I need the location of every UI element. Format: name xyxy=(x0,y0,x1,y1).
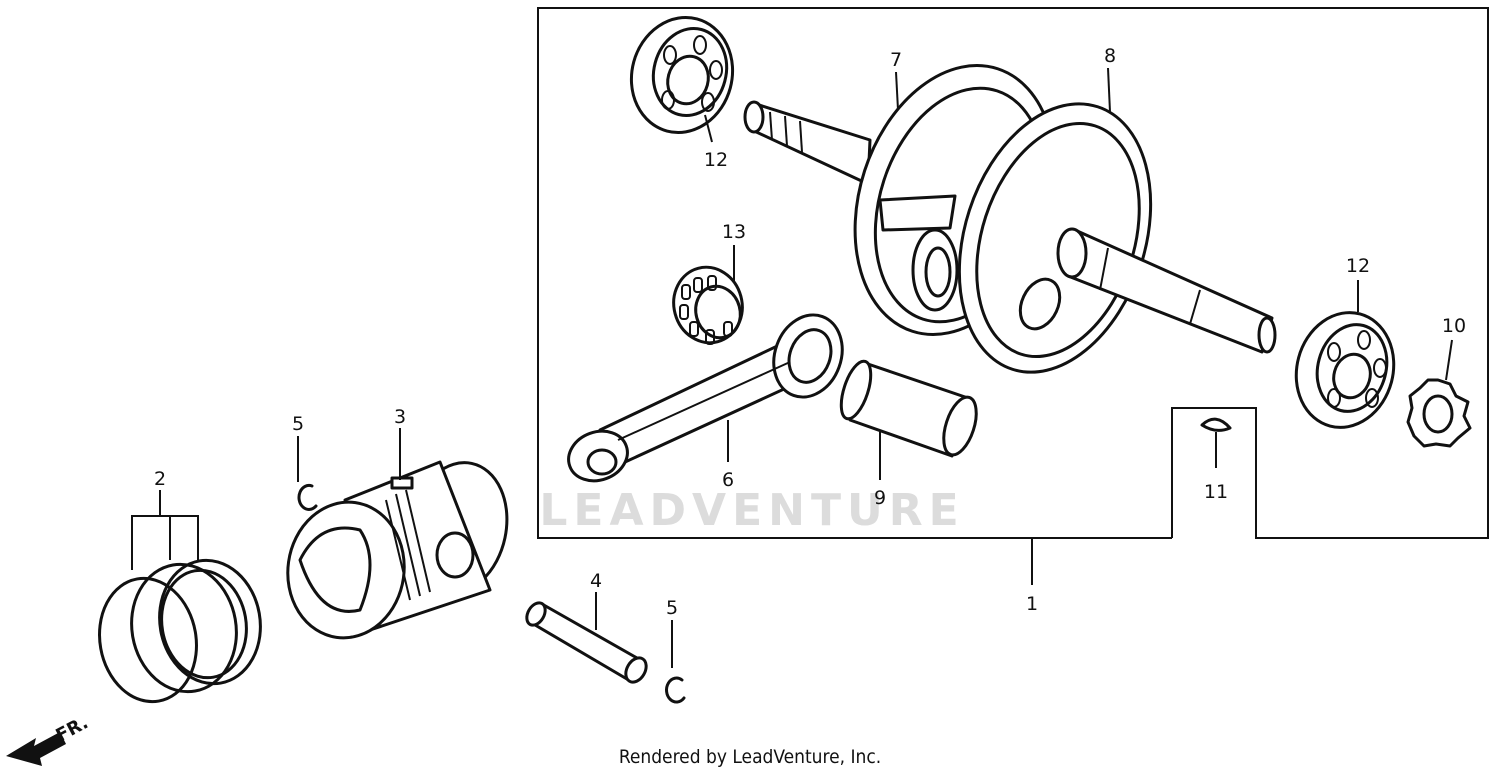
crank-pin-9 xyxy=(839,359,978,480)
callout-2: 2 xyxy=(154,468,166,490)
crankshaft-assembly-frame xyxy=(537,7,1489,585)
callout-11: 11 xyxy=(1204,481,1228,503)
footer-credit: Rendered by LeadVenture, Inc. xyxy=(618,746,882,768)
woodruff-key-11 xyxy=(1200,417,1232,468)
piston-rings-2 xyxy=(98,490,262,704)
crankshaft-left-shaft xyxy=(743,100,872,186)
callout-8: 8 xyxy=(1104,45,1116,67)
callout-12-right: 12 xyxy=(1346,255,1370,277)
piston-pin-4 xyxy=(525,592,648,684)
crankshaft-right-shaft xyxy=(1056,227,1277,354)
callout-9: 9 xyxy=(874,487,886,509)
callout-12-upper: 12 xyxy=(704,149,728,171)
needle-bearing-13 xyxy=(672,245,744,345)
circlip-5-upper xyxy=(297,436,318,511)
circlip-5-lower xyxy=(665,620,686,704)
piston-3 xyxy=(286,428,509,640)
sprocket-10 xyxy=(1406,339,1472,448)
callout-4: 4 xyxy=(590,570,602,592)
callout-1: 1 xyxy=(1026,593,1038,615)
callout-10: 10 xyxy=(1442,315,1466,337)
callout-13: 13 xyxy=(722,221,746,243)
callout-7: 7 xyxy=(890,49,902,71)
bearing-right xyxy=(1294,280,1396,429)
bearing-upper xyxy=(629,16,735,143)
connecting-rod-6 xyxy=(567,313,844,483)
callout-6: 6 xyxy=(722,469,734,491)
callout-5-lower: 5 xyxy=(666,597,678,619)
callout-5-upper: 5 xyxy=(292,413,304,435)
watermark: LEADVENTURE xyxy=(539,485,964,536)
callout-3: 3 xyxy=(394,406,406,428)
